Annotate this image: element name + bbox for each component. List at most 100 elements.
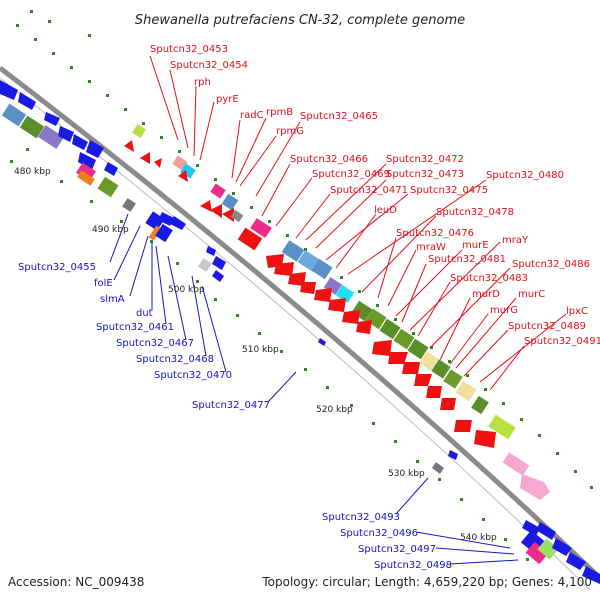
kbp-label: 480 kbp [14, 167, 51, 177]
gene-label[interactable]: Sputcn32_0480 [486, 170, 564, 181]
forward-gene [335, 285, 355, 303]
gene-label[interactable]: Sputcn32_0473 [386, 169, 464, 180]
forward-gene [124, 140, 134, 152]
kbp-label: 510 kbp [242, 345, 279, 355]
forward-gene [372, 340, 392, 356]
gene-label[interactable]: Sputcn32_0461 [96, 322, 174, 333]
forward-gene [393, 328, 415, 350]
gene-label[interactable]: Sputcn32_0491 [524, 336, 600, 347]
gene-label[interactable]: Sputcn32_0493 [322, 512, 400, 523]
gene-label[interactable]: Sputcn32_0472 [386, 154, 464, 165]
gene-label[interactable]: Sputcn32_0455 [18, 262, 96, 273]
forward-gene [488, 414, 516, 440]
gene-label[interactable]: Sputcn32_0476 [396, 228, 474, 239]
reverse-gene [198, 258, 212, 272]
gene-label[interactable]: mraW [416, 242, 446, 253]
gene-label[interactable]: Sputcn32_0453 [150, 44, 228, 55]
gene-label[interactable]: folE [94, 278, 113, 289]
reverse-gene [212, 256, 226, 270]
forward-gene [426, 386, 442, 398]
gene-label[interactable]: Sputcn32_0486 [512, 259, 590, 270]
gene-label[interactable]: Sputcn32_0454 [170, 60, 248, 71]
reverse-gene-labels: Sputcn32_0455 folE slmA dut Sputcn32_046… [18, 262, 452, 571]
forward-gene [314, 288, 332, 302]
gene-label[interactable]: Sputcn32_0481 [428, 254, 506, 265]
gene-label[interactable]: Sputcn32_0470 [154, 370, 232, 381]
reverse-gene [525, 541, 549, 565]
gene-label[interactable]: mraY [502, 235, 529, 246]
forward-gene [474, 430, 496, 448]
gene-label[interactable]: murE [462, 240, 489, 251]
gene-label[interactable]: Sputcn32_0497 [358, 544, 436, 555]
forward-gene [414, 374, 432, 386]
genome-backbone-arc [0, 66, 600, 580]
reverse-gene [97, 176, 119, 198]
forward-gene [250, 218, 272, 238]
gene-label[interactable]: Sputcn32_0468 [136, 354, 214, 365]
forward-gene [379, 318, 401, 340]
gene-label[interactable]: murD [472, 289, 500, 300]
forward-gene [281, 240, 305, 262]
forward-gene [342, 310, 360, 324]
kbp-label: 500 kbp [168, 285, 205, 295]
reverse-gene [148, 225, 162, 241]
reverse-gene [566, 552, 586, 570]
reverse-gene [145, 211, 165, 231]
accession-text: Accession: NC_009438 [8, 575, 144, 589]
gene-label[interactable]: pyrE [216, 94, 239, 105]
reverse-gene [1, 103, 27, 127]
reverse-gene [448, 450, 458, 460]
forward-gene [154, 158, 162, 168]
forward-gene [221, 193, 239, 211]
reverse-gene [582, 566, 600, 584]
gene-label[interactable]: dut [136, 308, 153, 319]
gene-label[interactable]: Sputcn32_0469 [312, 169, 390, 180]
gene-label[interactable]: Sputcn32_0465 [300, 111, 378, 122]
gene-label[interactable]: leuD [374, 205, 397, 216]
forward-gene [520, 474, 550, 500]
forward-gene [502, 452, 530, 476]
forward-gene-labels: Sputcn32_0453 Sputcn32_0454 rph pyrE rad… [150, 44, 600, 347]
gene-label[interactable]: radC [240, 110, 264, 121]
gene-label[interactable]: lpxC [566, 306, 588, 317]
gene-label[interactable]: rpmB [266, 107, 293, 118]
gene-label[interactable]: rph [194, 77, 211, 88]
forward-gene [230, 209, 244, 223]
reverse-gene [155, 223, 173, 243]
reverse-gene [19, 115, 45, 139]
forward-gene [440, 398, 456, 410]
gene-label[interactable]: Sputcn32_0475 [410, 185, 488, 196]
gene-label[interactable]: Sputcn32_0477 [192, 400, 270, 411]
gene-label[interactable]: Sputcn32_0478 [436, 207, 514, 218]
reverse-gene [86, 140, 104, 158]
forward-gene [407, 338, 429, 360]
forward-gene [443, 369, 463, 389]
forward-gene [419, 351, 439, 371]
reverse-gene [44, 112, 60, 126]
gene-label[interactable]: slmA [100, 294, 125, 305]
gene-label[interactable]: rpmG [276, 126, 304, 137]
forward-leader-lines [149, 55, 567, 391]
forward-gene [237, 227, 263, 251]
forward-gene [140, 152, 150, 164]
forward-gene [454, 420, 472, 432]
forward-gene [328, 298, 346, 312]
forward-gene [210, 204, 222, 218]
gene-label[interactable]: Sputcn32_0467 [116, 338, 194, 349]
inner-tick-dots [10, 148, 529, 561]
gene-label[interactable]: Sputcn32_0498 [374, 560, 452, 571]
gene-label[interactable]: Sputcn32_0489 [508, 321, 586, 332]
gene-label[interactable]: Sputcn32_0471 [330, 185, 408, 196]
gene-label[interactable]: murC [518, 289, 545, 300]
reverse-gene [537, 538, 559, 560]
gene-label[interactable]: Sputcn32_0466 [290, 154, 368, 165]
gene-label[interactable]: Sputcn32_0496 [340, 528, 418, 539]
forward-gene [402, 362, 420, 374]
forward-gene [132, 124, 146, 138]
reverse-gene [158, 212, 174, 226]
forward-gene [356, 320, 372, 334]
forward-gene [180, 163, 196, 179]
gene-label[interactable]: Sputcn32_0483 [450, 273, 528, 284]
gene-label[interactable]: murG [490, 305, 518, 316]
kbp-label: 530 kbp [388, 469, 425, 479]
